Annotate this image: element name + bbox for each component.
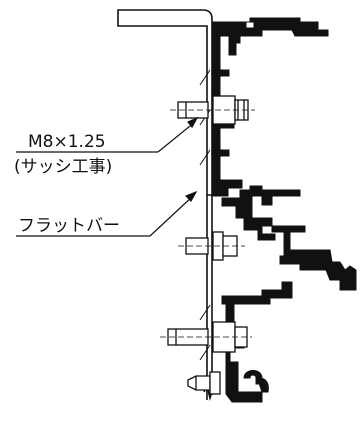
leader-lines — [16, 116, 199, 237]
bolt-spec-label: M8×1.25 — [28, 132, 106, 152]
screw-bottom — [187, 371, 221, 395]
flat-bar-label: フラットバー — [18, 216, 120, 236]
sash-profile-middle — [221, 185, 357, 291]
bolt-upper — [170, 95, 255, 125]
sash-profile-upper — [212, 17, 329, 197]
bolt-middle — [178, 231, 245, 261]
bolt-lower — [160, 321, 252, 353]
bolt-note-label: (サッシ工事) — [14, 157, 112, 177]
